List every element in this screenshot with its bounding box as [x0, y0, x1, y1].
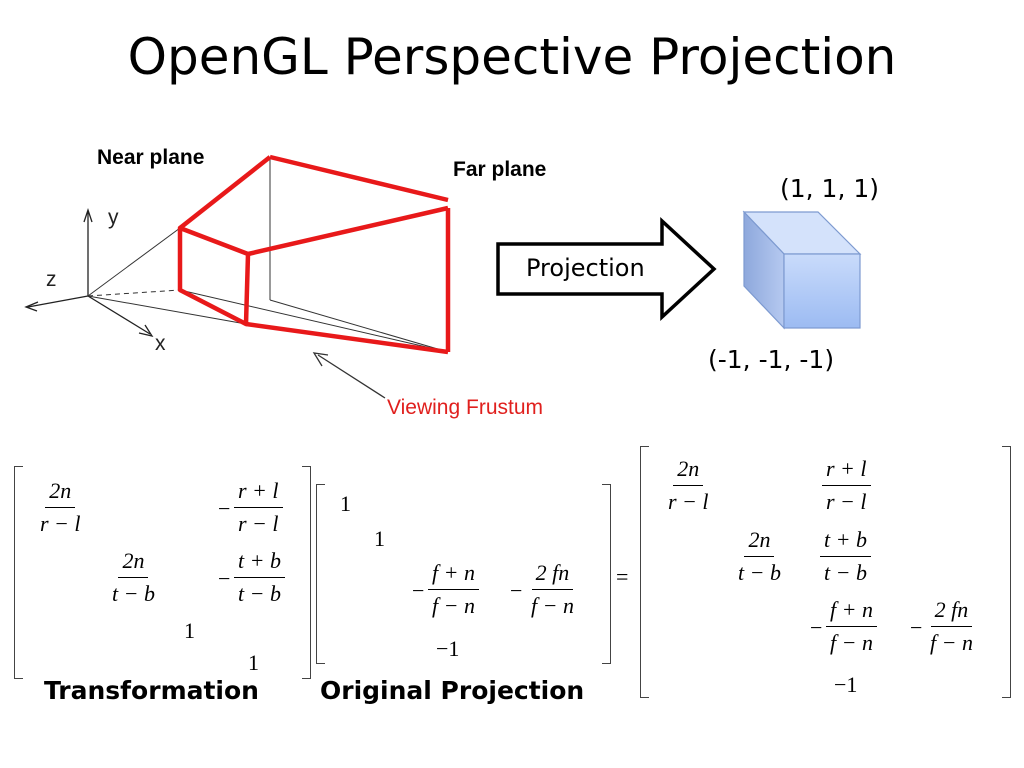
minus-sign: −	[412, 578, 425, 603]
y-axis-label: y	[108, 206, 119, 229]
matrix-entry: 1	[374, 526, 385, 551]
matrix-entry: f + n f − n	[428, 560, 479, 619]
matrix-entry: 2 fn f − n	[930, 597, 973, 655]
equals-sign: =	[616, 564, 629, 589]
left-bracket	[640, 446, 649, 698]
matrix-entry: 1	[340, 491, 351, 516]
matrix-entry: 1	[248, 650, 259, 675]
near-plane-label: Near plane	[97, 146, 205, 169]
matrix-entry: 1	[184, 618, 195, 643]
z-axis-label: z	[46, 268, 57, 291]
z-axis-arrowhead	[24, 301, 39, 312]
right-bracket	[1002, 446, 1011, 698]
right-bracket	[602, 484, 611, 664]
axes	[24, 207, 154, 337]
transformation-caption: Transformation	[44, 676, 259, 705]
far-plane-label: Far plane	[453, 158, 547, 181]
z-axis	[27, 295, 89, 308]
cube-front-face	[783, 253, 861, 329]
projection-arrow	[496, 217, 717, 321]
x-axis	[87, 295, 151, 335]
cube-max-corner-label: (1, 1, 1)	[780, 174, 880, 203]
x-axis-arrowhead	[138, 324, 154, 337]
matrix-entry: t + b t − b	[234, 548, 285, 607]
ndc-cube	[742, 210, 862, 330]
minus-sign: −	[218, 496, 231, 521]
projection-arrow-label: Projection	[526, 254, 645, 282]
matrix-entry: f + n f − n	[826, 597, 877, 656]
matrix-entry: r + l r − l	[234, 478, 283, 537]
matrix-entry: 2 fn f − n	[531, 560, 574, 618]
cube-min-corner-label: (-1, -1, -1)	[708, 345, 835, 374]
matrix-entry: 2n t − b	[738, 527, 781, 585]
matrix-entry: r + l r − l	[822, 456, 871, 515]
page-title: OpenGL Perspective Projection	[127, 28, 897, 86]
frustum-pointer	[312, 352, 386, 399]
matrix-entry: −1	[834, 672, 858, 697]
left-bracket	[316, 484, 325, 664]
y-axis-arrowhead	[83, 207, 93, 223]
viewing-frustum-label: Viewing Frustum	[387, 396, 544, 419]
matrix-entry: 2n t − b	[112, 548, 155, 606]
original-projection-caption: Original Projection	[320, 676, 585, 705]
near-plane-rect	[177, 225, 251, 327]
matrix-entry: 2n r − l	[668, 456, 709, 514]
minus-sign: −	[510, 578, 523, 603]
matrix-entry: t + b t − b	[820, 527, 871, 586]
right-bracket	[302, 466, 311, 679]
minus-sign: −	[810, 615, 823, 640]
minus-sign: −	[218, 566, 231, 591]
matrix-entry: 2n r − l	[40, 478, 81, 536]
matrix-entry: −1	[436, 636, 460, 661]
x-axis-label: x	[155, 332, 166, 355]
left-bracket	[14, 466, 23, 679]
frustum	[177, 154, 451, 355]
minus-sign: −	[910, 615, 923, 640]
